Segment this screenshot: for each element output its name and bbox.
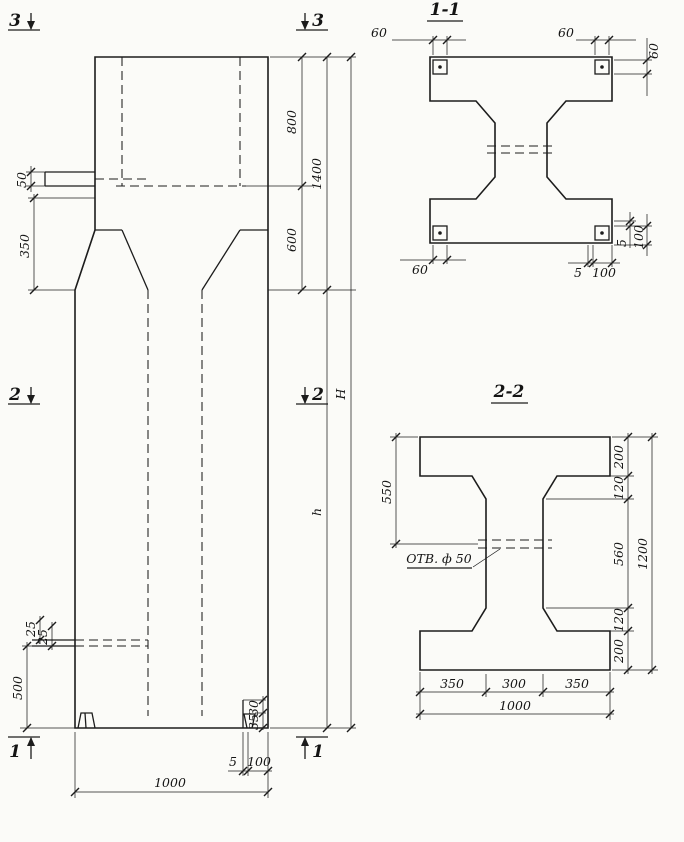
upper-embedded-plate <box>44 171 148 187</box>
base-corner-right <box>242 699 266 729</box>
dim-300: 300 <box>502 676 526 691</box>
dim-600: 600 <box>284 228 299 252</box>
dim-350-left: 350 <box>440 676 464 691</box>
dim-550: 550 <box>379 480 394 504</box>
dimensions-bottom: 1000 5 100 30 35 <box>70 695 273 798</box>
dim-560: 560 <box>611 542 626 566</box>
mark-1-right-label: 1 <box>312 742 324 762</box>
dim-1000: 1000 <box>154 775 186 790</box>
base-corner-left <box>77 712 96 729</box>
section-2-2-bottom-chain: 350 300 350 1000 <box>415 672 615 720</box>
section-mark-1-right: 1 <box>296 736 328 762</box>
dim-25-a: 25 <box>23 621 38 638</box>
dim-5-bottom: 5 <box>574 265 582 280</box>
dim-60-top-right: 60 <box>558 25 574 40</box>
elevation-view: 800 600 1400 h Н 50 350 25 <box>8 11 356 798</box>
dim-5-side: 5 <box>614 239 629 247</box>
mark-1-left-label: 1 <box>9 742 21 762</box>
dim-120-top: 120 <box>611 476 626 500</box>
section-1-1-corner-plates <box>432 59 610 241</box>
dim-1400: 1400 <box>309 158 324 190</box>
dim-500: 500 <box>10 676 25 700</box>
hole-label: ОТВ. ф 50 <box>406 551 471 566</box>
hidden-recess-lines <box>116 57 246 716</box>
section-mark-1-left: 1 <box>8 736 40 762</box>
dim-1200: 1200 <box>635 538 650 570</box>
dim-100: 100 <box>247 754 271 769</box>
section-2-2-dim-550: 550 <box>379 432 478 549</box>
dim-60-top-left: 60 <box>371 25 387 40</box>
dim-h: h <box>309 508 324 516</box>
dim-1000-section: 1000 <box>499 698 531 713</box>
dim-100-side: 100 <box>631 225 646 249</box>
dim-30: 30 <box>246 700 261 716</box>
column-outline <box>74 56 269 729</box>
section-2-2-title: 2-2 <box>493 382 525 402</box>
dim-H: Н <box>333 387 348 400</box>
dimensions-right: 800 600 1400 h Н <box>246 52 356 733</box>
dim-50: 50 <box>14 172 29 188</box>
section-1-1-dimensions: 60 60 60 60 5 <box>371 25 661 280</box>
section-mark-3-right: 3 <box>296 11 328 31</box>
dim-350: 350 <box>17 234 32 258</box>
section-mark-2-right: 2 <box>296 385 328 405</box>
dim-25-b: 25 <box>35 629 50 646</box>
taper-shoulders <box>95 229 268 291</box>
section-2-2-right-chain: 200 120 560 120 200 1200 <box>546 432 658 675</box>
mark-2-left-label: 2 <box>8 385 21 405</box>
mark-3-right-label: 3 <box>312 11 324 31</box>
dim-100-bottom: 100 <box>592 265 616 280</box>
section-1-1: 1-1 60 60 <box>371 0 661 280</box>
dim-60-bottom-left: 60 <box>412 262 428 277</box>
section-1-1-title: 1-1 <box>430 0 461 20</box>
dim-35: 35 <box>246 714 261 730</box>
section-2-2-hole: ОТВ. ф 50 <box>406 539 552 569</box>
dim-200-top: 200 <box>611 445 626 470</box>
mark-2-right-label: 2 <box>311 385 324 405</box>
dimensions-left: 50 350 25 25 500 <box>10 166 95 733</box>
section-1-1-hidden-web-lines <box>487 145 555 154</box>
section-mark-3-left: 3 <box>8 11 40 31</box>
dim-200-bottom: 200 <box>611 639 626 664</box>
dim-800: 800 <box>284 110 299 134</box>
dim-350-right: 350 <box>565 676 589 691</box>
dim-60-right: 60 <box>646 43 661 59</box>
dim-120-bottom: 120 <box>611 608 626 632</box>
mark-3-left-label: 3 <box>9 11 21 31</box>
section-2-2: 2-2 ОТВ. ф 50 550 <box>379 382 658 720</box>
dim-5: 5 <box>229 754 237 769</box>
section-1-1-profile <box>429 56 613 244</box>
section-mark-2-left: 2 <box>8 385 40 405</box>
